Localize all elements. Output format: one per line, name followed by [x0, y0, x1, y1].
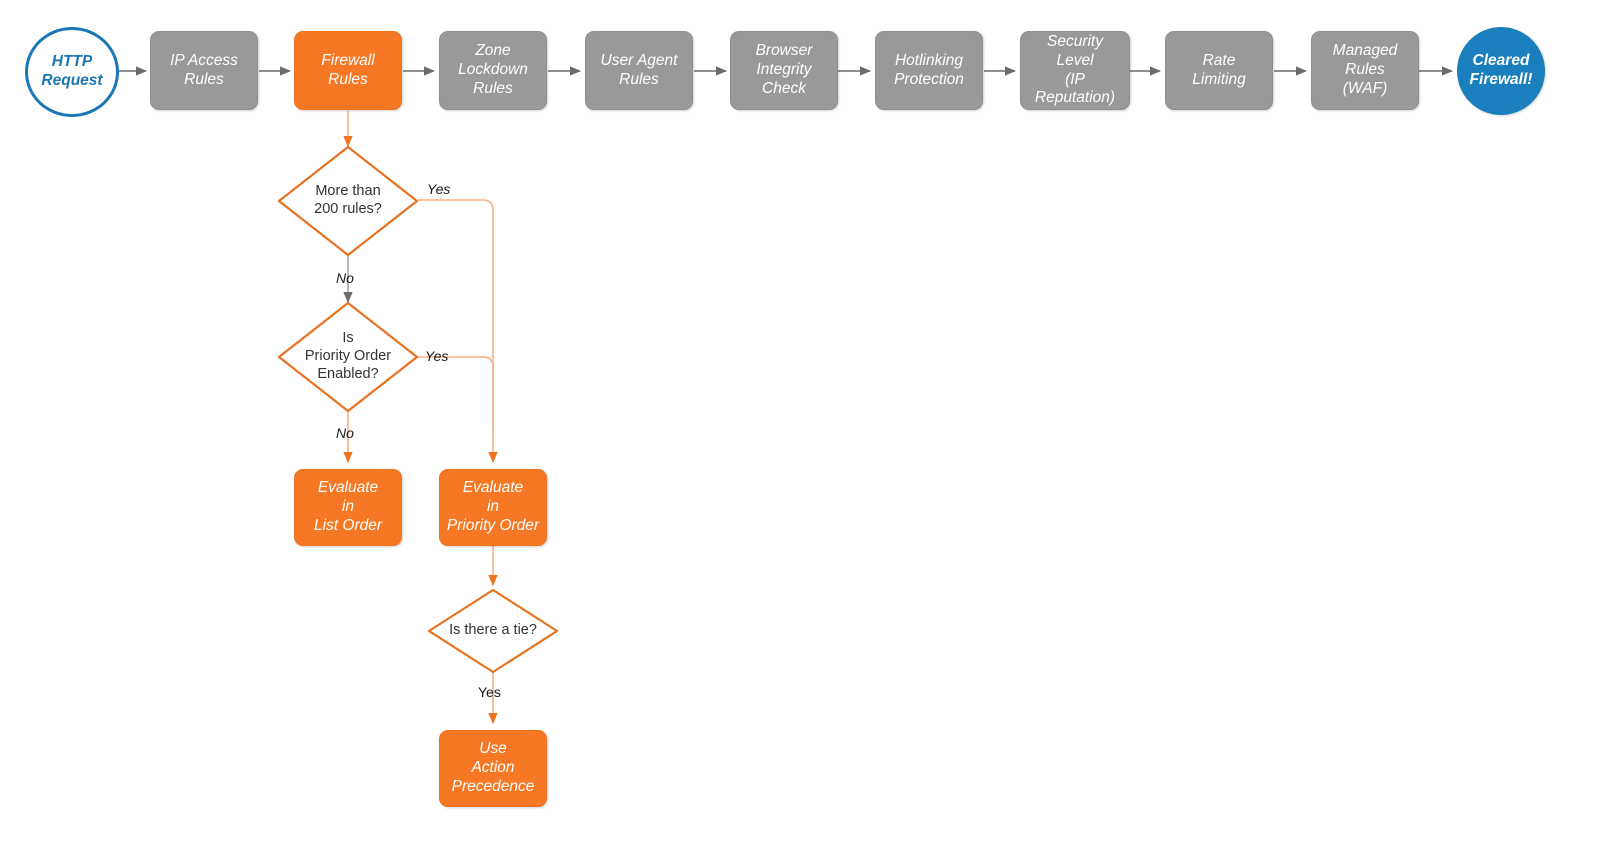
- stage-user-agent-rules[interactable]: User Agent Rules: [585, 31, 693, 110]
- stage-hotlinking-protection[interactable]: Hotlinking Protection: [875, 31, 983, 110]
- decision-is-there-a-tie[interactable]: Is there a tie?: [427, 588, 559, 674]
- edge-label-no-more-than-200: No: [336, 270, 354, 286]
- outcome-use-action-precedence[interactable]: Use Action Precedence: [439, 730, 547, 807]
- end-node-cleared-firewall[interactable]: Cleared Firewall!: [1457, 27, 1545, 115]
- diamond-outline: [277, 145, 419, 257]
- decision-label: Is there a tie?: [449, 622, 537, 639]
- stage-security-level[interactable]: Security Level (IP Reputation): [1020, 31, 1130, 110]
- decision-more-than-200-rules[interactable]: More than 200 rules?: [277, 145, 419, 257]
- diamond-outline: [427, 588, 559, 674]
- decision-label: Is Priority Order Enabled?: [304, 330, 392, 382]
- edge-label-yes-is-there-a-tie: Yes: [478, 684, 501, 700]
- stage-zone-lockdown-rules[interactable]: Zone Lockdown Rules: [439, 31, 547, 110]
- edge-label-yes-priority-order: Yes: [425, 348, 449, 364]
- stage-managed-rules-waf[interactable]: Managed Rules (WAF): [1311, 31, 1419, 110]
- stage-ip-access-rules[interactable]: IP Access Rules: [150, 31, 258, 110]
- diamond-outline: [277, 301, 419, 413]
- stage-firewall-rules[interactable]: Firewall Rules: [294, 31, 402, 110]
- edge-label-no-priority-order: No: [336, 425, 354, 441]
- stage-rate-limiting[interactable]: Rate Limiting: [1165, 31, 1273, 110]
- stage-browser-integrity-check[interactable]: Browser Integrity Check: [730, 31, 838, 110]
- edge-label-yes-more-than-200: Yes: [427, 181, 451, 197]
- decision-label: More than 200 rules?: [314, 183, 382, 217]
- outcome-evaluate-in-priority-order[interactable]: Evaluate in Priority Order: [439, 469, 547, 546]
- start-node-http-request[interactable]: HTTP Request: [25, 27, 119, 117]
- outcome-evaluate-in-list-order[interactable]: Evaluate in List Order: [294, 469, 402, 546]
- decision-priority-order-enabled[interactable]: Is Priority Order Enabled?: [277, 301, 419, 413]
